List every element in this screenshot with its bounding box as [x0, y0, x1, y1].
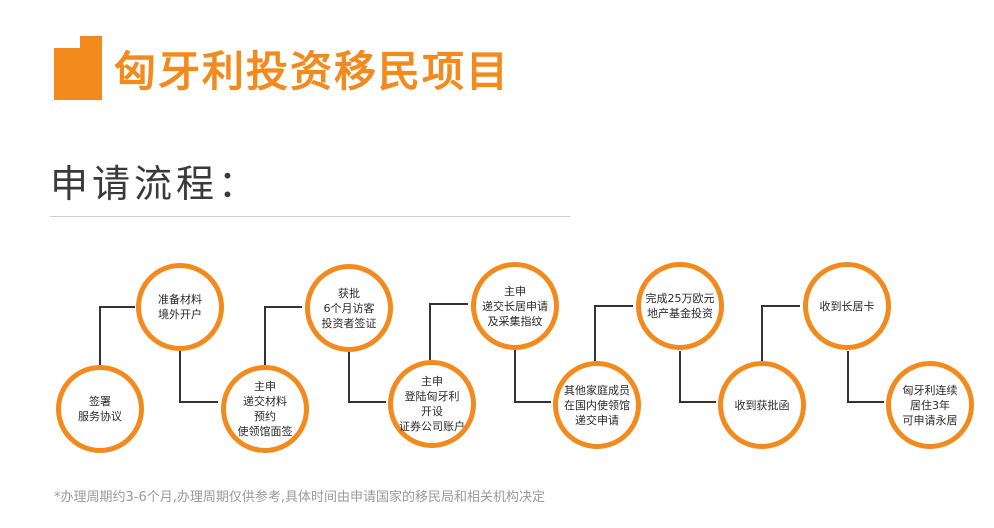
footnote: *办理周期约3-6个月,办理周期仅供参考,具体时间由申请国家的移民局和相关机构决… [54, 490, 545, 505]
connector-1 [99, 306, 135, 365]
page-title: 匈牙利投资移民项目 [114, 47, 511, 96]
step-land: 主申登陆匈牙利 开设证券公司账户 [388, 360, 476, 448]
connector-4 [348, 352, 386, 403]
step-card: 收到长居卡 [803, 262, 891, 350]
connector-5 [429, 303, 468, 360]
step-submit: 主申递交材料 预约使领馆面签 [221, 365, 309, 453]
section-title: 申请流程： [50, 162, 261, 206]
step-invest: 完成25万欧元地产基金投资 [636, 262, 724, 350]
connector-3 [264, 306, 302, 365]
title-divider [50, 216, 570, 217]
connector-10 [847, 351, 884, 403]
step-prepare: 准备材料境外开户 [136, 263, 224, 351]
step-permanent: 匈牙利连续居住3年 可申请永居 [886, 361, 974, 449]
connector-7 [594, 305, 633, 361]
connector-2 [179, 351, 218, 403]
step-residence: 主申递交长居申请 及采集指纹 [471, 262, 559, 350]
step-approval: 收到获批函 [718, 361, 806, 449]
connector-8 [679, 351, 716, 403]
step-family: 其他家庭成员在国内使领馆 递交申请 [553, 361, 641, 449]
logo-mark-front [54, 48, 102, 100]
connector-9 [761, 305, 800, 361]
step-sign: 签署服务协议 [56, 365, 144, 453]
connector-6 [514, 350, 551, 403]
